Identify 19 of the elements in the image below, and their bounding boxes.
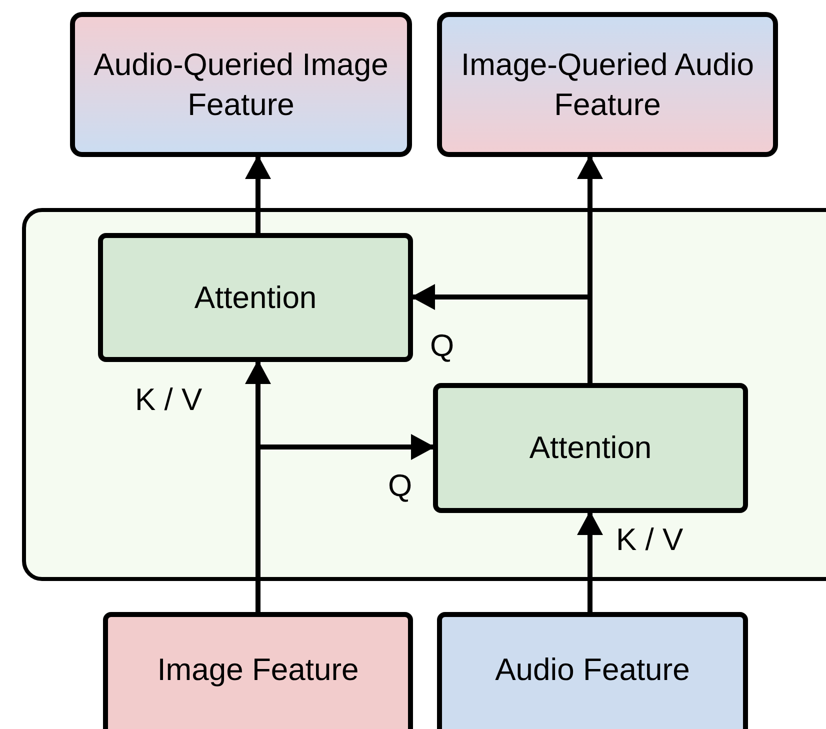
output-box (70, 12, 412, 157)
input-box (437, 612, 748, 729)
box-label: Audio-Queried Image Feature (92, 46, 390, 124)
edge-label: K / V (135, 382, 202, 418)
edge-label: Q (388, 468, 412, 504)
box-label: Image-Queried Audio Feature (460, 46, 755, 124)
module-container (22, 208, 826, 581)
arrow (245, 155, 271, 233)
edge-label: K / V (616, 522, 684, 558)
box-label: Attention (193, 278, 318, 316)
edge-label: Q (430, 328, 454, 364)
arrow (577, 511, 603, 612)
output-box (437, 12, 778, 157)
attention-box (98, 233, 413, 362)
input-box (103, 612, 413, 729)
attention-box (433, 383, 748, 513)
box-label: Image Feature (156, 651, 360, 689)
box-label: Attention (528, 429, 653, 467)
box-label: Audio Feature (494, 651, 691, 689)
